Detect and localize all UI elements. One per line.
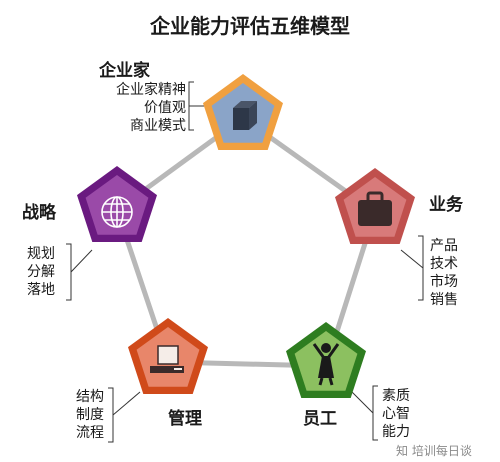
desc-business-item: 产品 bbox=[430, 238, 458, 254]
desc-management-item: 流程 bbox=[76, 425, 104, 441]
desc-management-item: 制度 bbox=[76, 407, 104, 423]
desc-strategy-item: 落地 bbox=[27, 282, 55, 298]
desc-entrepreneur-item: 商业模式 bbox=[130, 118, 186, 134]
label-entrepreneur: 企业家 bbox=[99, 61, 150, 81]
desc-business-item: 销售 bbox=[430, 292, 458, 308]
label-staff: 员工 bbox=[303, 409, 337, 429]
desc-entrepreneur: 企业家精神 价值观 商业模式 bbox=[78, 81, 186, 135]
callout-brackets bbox=[66, 81, 424, 443]
computer-icon bbox=[150, 345, 184, 373]
desc-strategy: 规划 分解 落地 bbox=[27, 245, 55, 299]
label-strategy: 战略 bbox=[22, 203, 56, 223]
node-entrepreneur bbox=[203, 74, 283, 150]
desc-staff-item: 能力 bbox=[382, 424, 410, 440]
desc-strategy-item: 规划 bbox=[27, 246, 55, 262]
node-strategy bbox=[77, 166, 157, 242]
watermark: 知 培训每日谈 bbox=[396, 444, 472, 458]
desc-management-item: 结构 bbox=[76, 389, 104, 405]
desc-entrepreneur-item: 价值观 bbox=[144, 100, 186, 116]
desc-entrepreneur-item: 企业家精神 bbox=[116, 82, 186, 98]
desc-business-item: 市场 bbox=[430, 274, 458, 290]
desc-business: 产品 技术 市场 销售 bbox=[430, 237, 458, 309]
label-business: 业务 bbox=[429, 195, 463, 215]
desc-staff-item: 素质 bbox=[382, 388, 410, 404]
page-title: 企业能力评估五维模型 bbox=[150, 14, 350, 38]
person-icon bbox=[312, 343, 340, 386]
node-business bbox=[335, 168, 415, 244]
cube-icon bbox=[233, 101, 257, 130]
node-staff bbox=[286, 322, 366, 398]
desc-business-item: 技术 bbox=[430, 256, 458, 272]
briefcase-icon bbox=[358, 191, 392, 226]
desc-staff: 素质 心智 能力 bbox=[382, 387, 410, 441]
desc-management: 结构 制度 流程 bbox=[54, 388, 104, 442]
desc-strategy-item: 分解 bbox=[27, 264, 55, 280]
node-management bbox=[128, 318, 208, 394]
globe-icon bbox=[101, 196, 133, 228]
desc-staff-item: 心智 bbox=[382, 406, 410, 422]
label-management: 管理 bbox=[168, 409, 202, 429]
